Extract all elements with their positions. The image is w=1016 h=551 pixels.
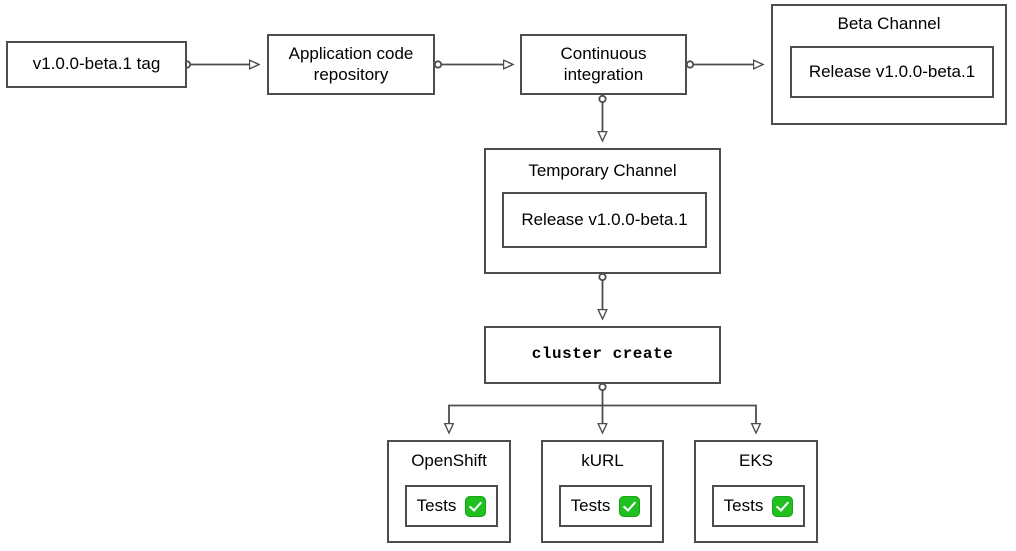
- node-temporary-channel[interactable]: Temporary Channel Release v1.0.0-beta.1: [484, 148, 721, 274]
- node-eks[interactable]: EKS Tests: [694, 440, 818, 543]
- node-kurl[interactable]: kURL Tests: [541, 440, 664, 543]
- edge-endpoint-dot: [433, 60, 443, 69]
- node-beta-channel[interactable]: Beta Channel Release v1.0.0-beta.1: [771, 4, 1007, 125]
- edge-endpoint-dot: [598, 272, 607, 282]
- node-beta-channel-release-label: Release v1.0.0-beta.1: [808, 61, 976, 81]
- node-kurl-tests-label: Tests: [570, 495, 611, 515]
- node-cluster-create-label: cluster create: [531, 345, 674, 364]
- node-cluster-create[interactable]: cluster create: [484, 326, 721, 384]
- node-openshift-tests-label: Tests: [416, 495, 457, 515]
- edge-endpoint-dot: [598, 94, 607, 104]
- check-green-icon: [619, 495, 641, 517]
- node-temporary-channel-title: Temporary Channel: [528, 161, 677, 180]
- node-version-tag-label: v1.0.0-beta.1 tag: [32, 54, 161, 74]
- node-temporary-channel-release-label: Release v1.0.0-beta.1: [521, 209, 688, 229]
- edge-endpoint-dot: [598, 382, 607, 392]
- node-openshift-title: OpenShift: [411, 451, 487, 470]
- edge-cluster-to-openshift: [449, 404, 603, 433]
- node-beta-channel-title: Beta Channel: [837, 14, 941, 33]
- node-application-code-repository[interactable]: Application code repository: [267, 34, 435, 95]
- node-beta-channel-release[interactable]: Release v1.0.0-beta.1: [790, 46, 994, 98]
- edge-cluster-to-eks: [602, 404, 757, 433]
- check-green-icon: [465, 495, 487, 517]
- node-continuous-integration-label: Continuous integration: [560, 43, 647, 84]
- node-kurl-tests[interactable]: Tests: [559, 485, 652, 527]
- node-openshift[interactable]: OpenShift Tests: [387, 440, 511, 543]
- node-continuous-integration[interactable]: Continuous integration: [520, 34, 687, 95]
- node-temporary-channel-release[interactable]: Release v1.0.0-beta.1: [502, 192, 707, 248]
- node-eks-title: EKS: [738, 451, 774, 470]
- node-version-tag[interactable]: v1.0.0-beta.1 tag: [6, 41, 187, 88]
- node-eks-tests[interactable]: Tests: [712, 485, 805, 527]
- check-green-icon: [772, 495, 794, 517]
- node-openshift-tests[interactable]: Tests: [405, 485, 498, 527]
- node-application-code-repository-label: Application code repository: [288, 43, 414, 84]
- edge-endpoint-dot: [685, 60, 695, 69]
- node-eks-tests-label: Tests: [723, 495, 764, 515]
- node-kurl-title: kURL: [581, 451, 624, 470]
